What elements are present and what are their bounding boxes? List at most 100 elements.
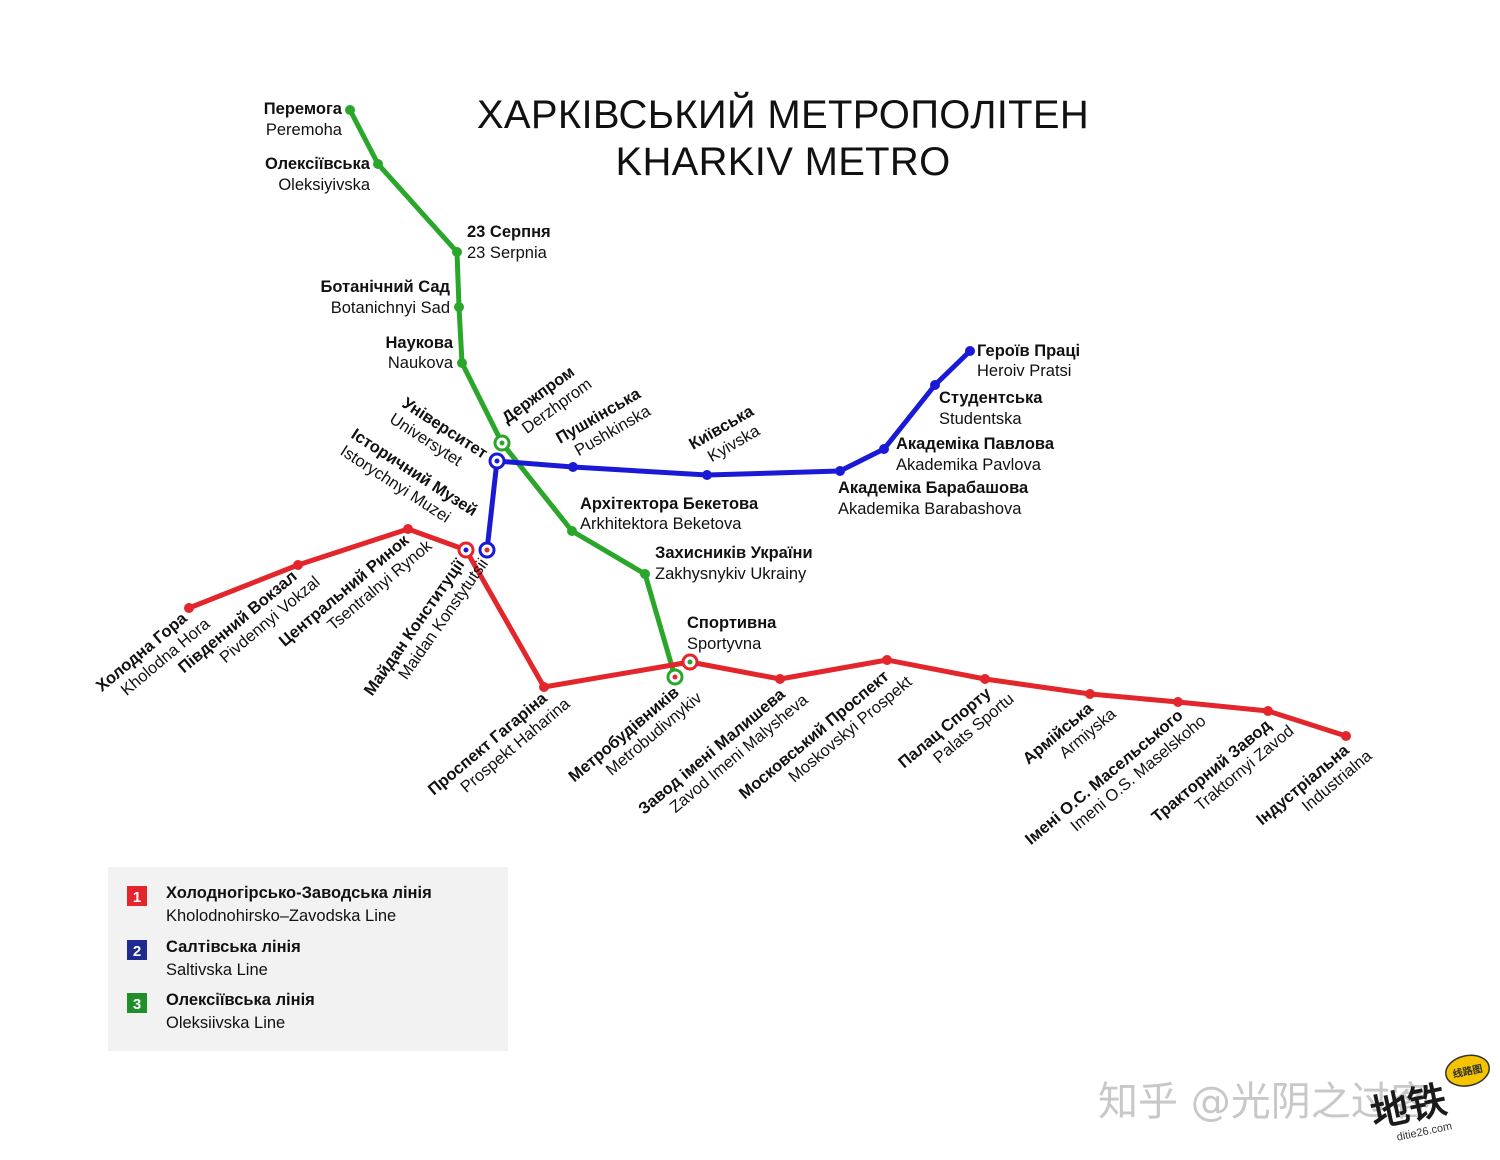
legend-item-line-3: 3 Олексіївська лінія Oleksiivska Line — [127, 991, 315, 1032]
svg-text:Захисників України: Захисників України — [655, 544, 813, 562]
legend: 1 Холодногірсько-Заводська лінія Kholodn… — [108, 867, 508, 1051]
svg-text:Героїв Праці: Героїв Праці — [977, 342, 1080, 360]
svg-text:23 Serpnia: 23 Serpnia — [467, 244, 548, 262]
station-dot-23-serpnia[interactable] — [452, 247, 462, 257]
station-dot-arkhitektora-beketova[interactable] — [567, 526, 577, 536]
svg-text:Салтівська лінія: Салтівська лінія — [166, 938, 301, 956]
svg-text:Naukova: Naukova — [388, 354, 454, 372]
transfer-icon-maidan-konstytutsii[interactable] — [457, 541, 475, 559]
map-title-en: KHARKIV METRO — [615, 140, 950, 184]
svg-text:Heroiv Pratsi: Heroiv Pratsi — [977, 362, 1071, 380]
ditie-logo: 地铁 线路图 ditie26.com — [1367, 1054, 1490, 1144]
svg-text:Sportyvna: Sportyvna — [687, 635, 762, 653]
line-saltivska — [484, 348, 973, 553]
label-zakhysnykiv-ukrainy: Захисників України Zakhysnykiv Ukrainy — [655, 544, 813, 583]
transfer-icon-universytet[interactable] — [488, 452, 506, 470]
zhihu-watermark: 知乎 @光阴之过客 — [1098, 1079, 1431, 1125]
svg-text:1: 1 — [133, 889, 141, 906]
svg-text:Oleksiivska Line: Oleksiivska Line — [166, 1014, 285, 1032]
station-dot-industrialna[interactable] — [1341, 731, 1351, 741]
station-dot-naukova[interactable] — [457, 358, 467, 368]
svg-text:Akademika Barabashova: Akademika Barabashova — [838, 500, 1022, 518]
station-dot-kyivska[interactable] — [702, 470, 712, 480]
svg-text:Akademika Pavlova: Akademika Pavlova — [896, 456, 1042, 474]
line-3-badge-icon — [127, 993, 147, 1013]
green-station-dots — [345, 105, 650, 579]
label-palats-sportu: Палац Спорту Palats Sportu — [895, 684, 1018, 772]
line-1-badge-icon — [127, 886, 147, 906]
label-akademika-barabashova: Академіка Барабашова Akademika Barabasho… — [838, 479, 1029, 518]
transfer-icon-sportyvna[interactable] — [681, 653, 699, 671]
station-dot-palats-sportu[interactable] — [980, 674, 990, 684]
svg-text:Архітектора Бекетова: Архітектора Бекетова — [580, 495, 759, 513]
label-heroiv-pratsi: Героїв Праці Heroiv Pratsi — [977, 342, 1080, 380]
ditie-logo-badge-icon — [1445, 1054, 1490, 1087]
svg-text:Холодногірсько-Заводська лінія: Холодногірсько-Заводська лінія — [166, 884, 432, 902]
svg-text:Peremoha: Peremoha — [266, 121, 343, 139]
station-dot-akademika-pavlova[interactable] — [879, 444, 889, 454]
svg-text:Академіка Барабашова: Академіка Барабашова — [838, 479, 1029, 497]
svg-text:Проспект Гагаріна: Проспект Гагаріна — [425, 689, 552, 799]
label-studentska: Студентська Studentska — [939, 389, 1043, 428]
legend-item-line-1: 1 Холодногірсько-Заводська лінія Kholodn… — [127, 884, 432, 925]
station-dot-moskovskyi-prospekt[interactable] — [882, 655, 892, 665]
label-naukova: Наукова Naukova — [386, 334, 454, 372]
svg-text:Студентська: Студентська — [939, 389, 1043, 407]
svg-text:Studentska: Studentska — [939, 410, 1022, 428]
map-title-ua: ХАРКІВСЬКИЙ МЕТРОПОЛІТЕН — [477, 91, 1089, 137]
transfer-icon-istorychnyi-muzei[interactable] — [478, 541, 496, 559]
legend-background — [108, 867, 508, 1051]
svg-text:Moskovskyi Prospekt: Moskovskyi Prospekt — [785, 673, 916, 787]
svg-text:Олексіївська: Олексіївська — [265, 155, 371, 173]
station-dot-zavod-malysheva[interactable] — [775, 674, 785, 684]
svg-text:3: 3 — [133, 996, 141, 1013]
station-dot-traktornyi-zavod[interactable] — [1263, 706, 1273, 716]
station-dot-zakhysnykiv-ukrainy[interactable] — [640, 569, 650, 579]
label-prospekt-haharina: Проспект Гагаріна Prospekt Haharina — [425, 689, 574, 799]
svg-text:Arkhitektora Beketova: Arkhitektora Beketova — [580, 515, 742, 533]
label-sportyvna: Спортивна Sportyvna — [687, 614, 777, 653]
label-peremoha: Перемога Peremoha — [264, 100, 343, 139]
station-dot-oleksiyivska[interactable] — [373, 159, 383, 169]
svg-text:Академіка Павлова: Академіка Павлова — [896, 435, 1055, 453]
transfer-icon-metrobudivnykiv[interactable] — [666, 668, 684, 686]
svg-text:Наукова: Наукова — [386, 334, 454, 352]
label-kyivska: Київська Kyivska — [686, 402, 764, 466]
station-dot-maselskoho[interactable] — [1173, 697, 1183, 707]
svg-text:Saltivska Line: Saltivska Line — [166, 961, 268, 979]
svg-text:Спортивна: Спортивна — [687, 614, 777, 632]
svg-text:Botanichnyi Sad: Botanichnyi Sad — [331, 299, 450, 317]
station-dot-prospekt-haharina[interactable] — [539, 682, 549, 692]
station-dot-studentska[interactable] — [930, 380, 940, 390]
svg-text:Oleksiyivska: Oleksiyivska — [278, 176, 371, 194]
label-botanichnyi-sad: Ботанічний Сад Botanichnyi Sad — [320, 278, 450, 317]
station-dot-pivdennyi-vokzal[interactable] — [293, 560, 303, 570]
svg-text:Перемога: Перемога — [264, 100, 343, 118]
red-station-dots — [184, 524, 1351, 741]
svg-text:Zakhysnykiv Ukrainy: Zakhysnykiv Ukrainy — [655, 565, 807, 583]
svg-text:Олексіївська лінія: Олексіївська лінія — [166, 991, 315, 1009]
station-dot-akademika-barabashova[interactable] — [835, 466, 845, 476]
label-akademika-pavlova: Академіка Павлова Akademika Pavlova — [896, 435, 1055, 474]
blue-station-dots — [568, 346, 975, 480]
station-dot-tsentralnyi-rynok[interactable] — [403, 524, 413, 534]
station-dot-heroiv-pratsi[interactable] — [965, 346, 975, 356]
station-dot-armiyska[interactable] — [1085, 689, 1095, 699]
station-dot-pushkinska[interactable] — [568, 462, 578, 472]
station-dot-kholodna-hora[interactable] — [184, 603, 194, 613]
label-maselskoho: Імені О.С. Масельського Imeni O.S. Masel… — [1022, 706, 1210, 848]
station-dot-peremoha[interactable] — [345, 105, 355, 115]
transfer-icon-derzhprom[interactable] — [493, 434, 511, 452]
label-23-serpnia: 23 Серпня 23 Serpnia — [467, 223, 551, 262]
legend-item-line-2: 2 Салтівська лінія Saltivska Line — [127, 938, 301, 979]
station-dot-botanichnyi-sad[interactable] — [454, 302, 464, 312]
svg-text:Ботанічний Сад: Ботанічний Сад — [320, 278, 450, 296]
label-oleksiyivska: Олексіївська Oleksiyivska — [265, 155, 371, 194]
svg-text:2: 2 — [133, 943, 141, 960]
transfer-station-symbols — [457, 434, 699, 686]
svg-text:23 Серпня: 23 Серпня — [467, 223, 551, 241]
svg-text:Kholodnohirsko–Zavodska Line: Kholodnohirsko–Zavodska Line — [166, 907, 396, 925]
label-arkhitektora-beketova: Архітектора Бекетова Arkhitektora Beketo… — [580, 495, 759, 533]
line-2-badge-icon — [127, 940, 147, 960]
